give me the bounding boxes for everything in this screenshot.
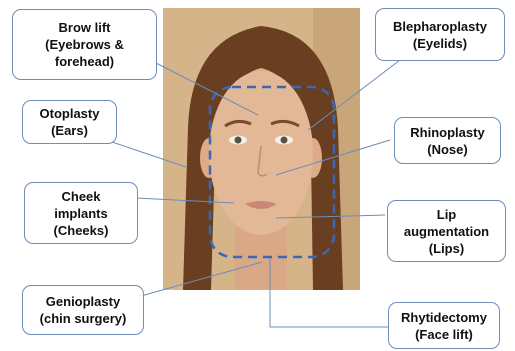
leader-line-otoplasty (112, 142, 186, 167)
callout-lip-augmentation: Lip augmentation (Lips) (387, 200, 506, 262)
callout-otoplasty: Otoplasty (Ears) (22, 100, 117, 144)
callout-brow-lift: Brow lift (Eyebrows & forehead) (12, 9, 157, 80)
callout-blepharoplasty: Blepharoplasty (Eyelids) (375, 8, 505, 61)
leader-line-blepharoplasty (308, 60, 400, 130)
leader-line-lip-augmentation (276, 215, 385, 218)
leader-line-genioplasty (141, 262, 262, 296)
callout-cheek-implants: Cheek implants (Cheeks) (24, 182, 138, 244)
callout-rhytidectomy: Rhytidectomy (Face lift) (388, 302, 500, 349)
callout-genioplasty: Genioplasty (chin surgery) (22, 285, 144, 335)
callout-rhinoplasty: Rhinoplasty (Nose) (394, 117, 501, 164)
leader-line-rhytidectomy (270, 258, 388, 327)
leader-line-brow-lift (150, 60, 258, 115)
leader-line-cheek-implants (136, 198, 234, 203)
face-region-outline (210, 87, 334, 257)
